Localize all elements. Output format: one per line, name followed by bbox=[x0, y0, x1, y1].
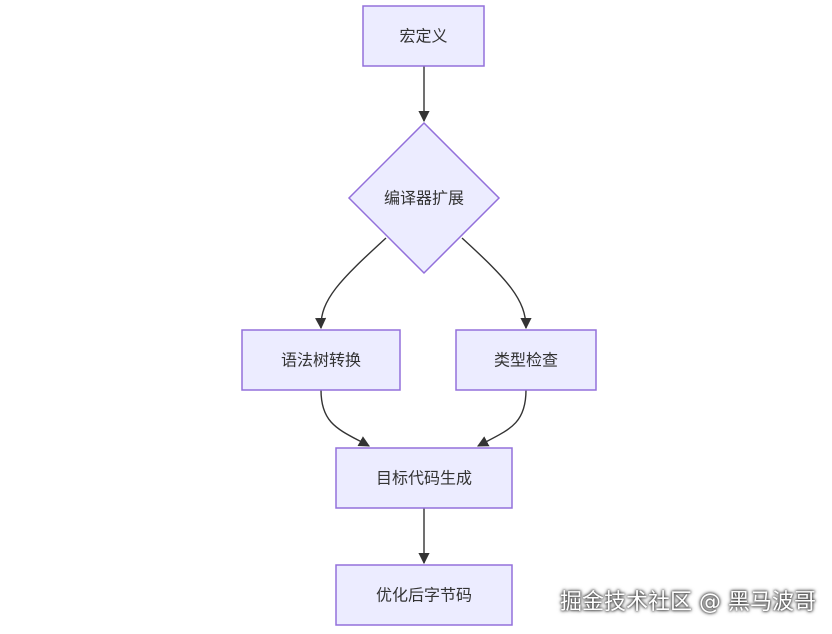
node-target-codegen-box bbox=[335, 447, 513, 509]
node-macro-definition: 宏定义 bbox=[362, 5, 485, 67]
node-ast-transform-label: 语法树转换 bbox=[281, 351, 361, 370]
node-type-check-box bbox=[455, 329, 597, 391]
watermark: 掘金技术社区 @ 黑马波哥 bbox=[560, 590, 816, 615]
node-optimize-bytecode-label: 优化后字节码 bbox=[376, 586, 472, 605]
node-optimize-bytecode: 优化后字节码 bbox=[335, 564, 513, 626]
edge-ast-to-codegen bbox=[320, 389, 370, 447]
node-type-check-label: 类型检查 bbox=[494, 351, 558, 370]
edge-compiler-to-typecheck bbox=[461, 237, 532, 330]
node-macro-definition-box bbox=[362, 5, 485, 67]
node-optimize-bytecode-box bbox=[335, 564, 513, 626]
node-type-check: 类型检查 bbox=[455, 329, 597, 391]
node-ast-transform: 语法树转换 bbox=[241, 329, 401, 391]
node-compiler-extension-label: 编译器扩展 bbox=[384, 189, 464, 208]
node-compiler-extension: 编译器扩展 bbox=[347, 121, 501, 275]
node-ast-transform-box bbox=[241, 329, 401, 391]
edge-typecheck-to-codegen bbox=[477, 389, 527, 447]
node-macro-definition-label: 宏定义 bbox=[399, 27, 447, 46]
node-target-codegen-label: 目标代码生成 bbox=[376, 469, 472, 488]
node-compiler-extension-diamond bbox=[347, 121, 501, 275]
node-target-codegen: 目标代码生成 bbox=[335, 447, 513, 509]
edge-compiler-to-ast bbox=[315, 237, 387, 330]
